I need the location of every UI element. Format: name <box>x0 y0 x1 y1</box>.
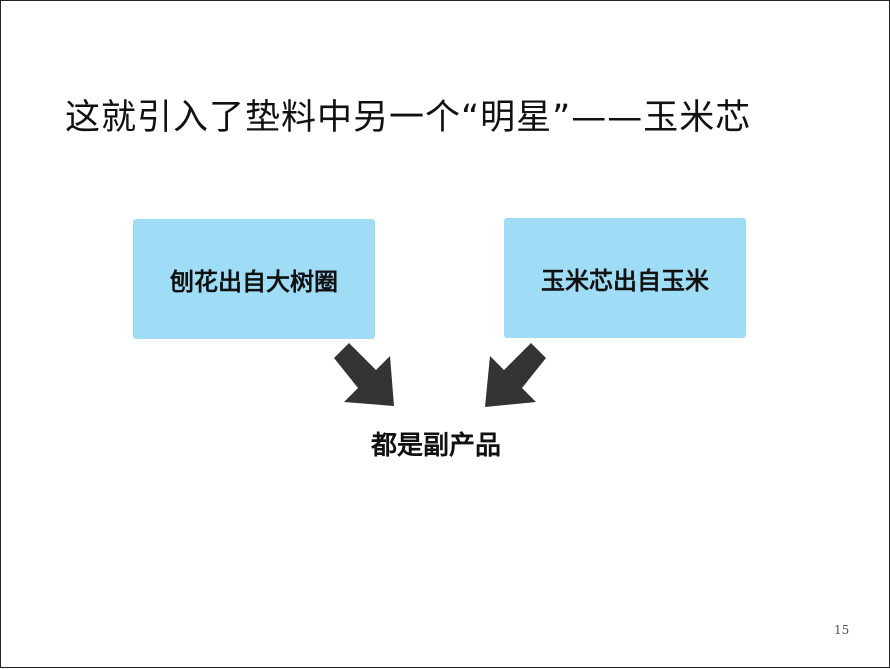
slide-title: 这就引入了垫料中另一个“明星”——玉米芯 <box>65 98 752 138</box>
source-box-wood-shavings-label: 刨花出自大树圈 <box>170 267 338 296</box>
source-box-corn-cob-label: 玉米芯出自玉米 <box>541 266 709 295</box>
source-box-corn-cob: 玉米芯出自玉米 <box>504 218 746 338</box>
page-number: 15 <box>834 623 850 637</box>
source-box-wood-shavings: 刨花出自大树圈 <box>133 219 375 339</box>
arrow-down-left-icon <box>485 343 546 407</box>
result-label: 都是副产品 <box>371 431 502 461</box>
arrow-down-right-icon <box>334 343 394 406</box>
